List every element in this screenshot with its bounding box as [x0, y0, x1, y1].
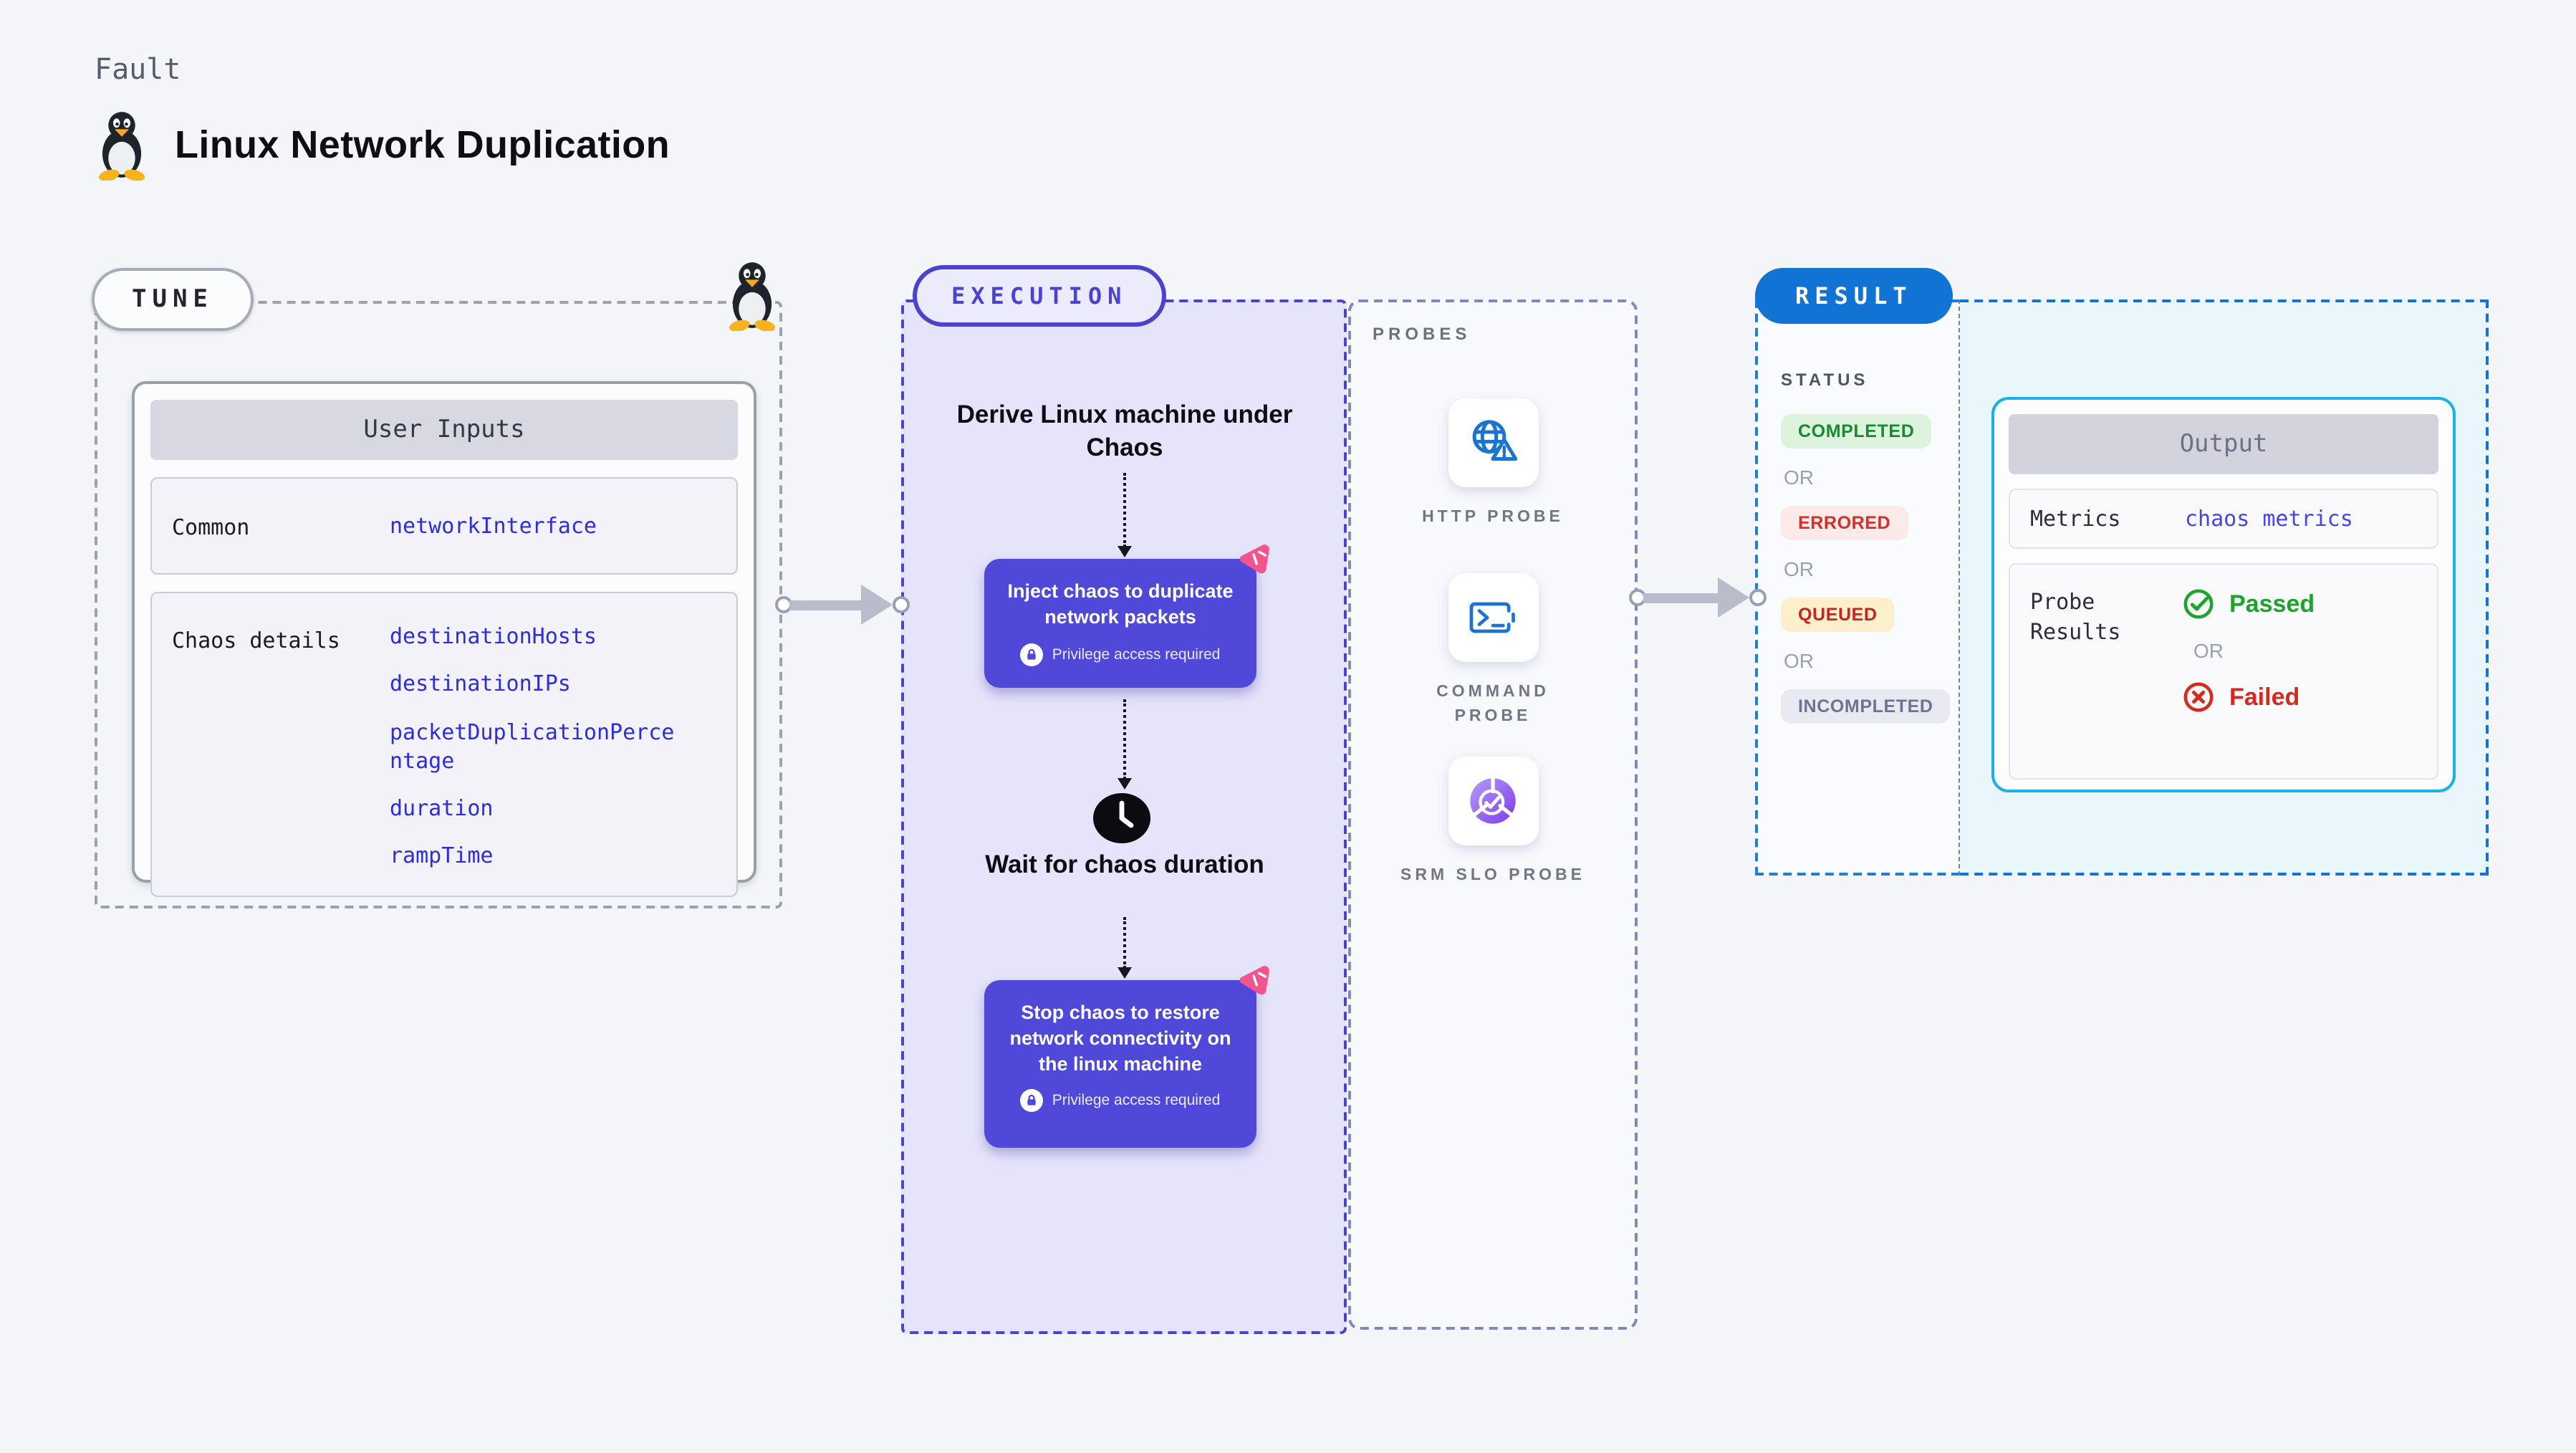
page-title-row: Linux Network Duplication [92, 109, 670, 181]
output-row-metrics: Metrics chaos metrics [2009, 489, 2438, 549]
inject-chaos-node: Inject chaos to duplicate network packet… [984, 545, 1269, 688]
metrics-value: chaos metrics [2185, 506, 2353, 532]
failed-label: Failed [2229, 683, 2300, 710]
page-title: Linux Network Duplication [175, 123, 671, 166]
input-param: duration [390, 795, 494, 821]
probe-label: HTTP PROBE [1422, 509, 1564, 526]
status-badge-errored: ERRORED [1781, 506, 1908, 540]
input-param: destinationIPs [390, 671, 571, 697]
derive-step-title: Derive Linux machine under Chaos [956, 400, 1293, 461]
or-separator: OR [1784, 466, 1814, 489]
check-circle-icon [2183, 589, 2214, 619]
flow-down-arrow [1117, 699, 1132, 790]
metrics-label: Metrics [2030, 505, 2121, 531]
lock-icon [1020, 643, 1044, 666]
input-row-chaos-details: Chaos details destinationHosts destinati… [150, 592, 738, 897]
flow-down-arrow [1117, 917, 1132, 979]
probe-card [1448, 573, 1538, 662]
terminal-icon [1469, 602, 1515, 633]
result-status-box [1755, 299, 1960, 876]
chaos-experiment-icon [1239, 966, 1269, 995]
status-heading: STATUS [1781, 370, 1869, 390]
or-separator: OR [1784, 649, 1814, 672]
output-card-header: Output [2009, 414, 2438, 474]
tux-icon [99, 112, 145, 181]
output-card: Output Metrics chaos metrics Probe Resul… [1991, 397, 2456, 792]
probe-outcome-passed: Passed [2182, 588, 2315, 620]
execution-section-pill: EXECUTION [913, 265, 1166, 327]
input-row-label: Chaos details [172, 628, 340, 653]
chaos-experiment-icon [1239, 545, 1269, 574]
status-badge-incompleted: INCOMPLETED [1781, 689, 1951, 724]
flow-down-arrow [1117, 473, 1132, 557]
probe-results-label: Probe Results [2030, 589, 2121, 645]
probes-heading: PROBES [1373, 324, 1471, 344]
tux-icon [729, 262, 775, 331]
x-circle-icon [2183, 682, 2214, 712]
result-section-pill: RESULT [1755, 268, 1953, 324]
privilege-badge: Privilege access required [999, 1089, 1242, 1113]
tune-section-pill: TUNE [92, 268, 254, 331]
probe-outcome-failed: Failed [2182, 681, 2315, 714]
status-column: STATUS COMPLETED OR ERRORED OR QUEUED OR… [1781, 370, 1951, 724]
privilege-label: Privilege access required [1052, 646, 1221, 663]
privilege-label: Privilege access required [1052, 1092, 1221, 1110]
wait-step-title: Wait for chaos duration [985, 850, 1264, 878]
input-param: networkInterface [390, 512, 597, 539]
user-inputs-header: User Inputs [150, 400, 738, 460]
status-badge-queued: QUEUED [1781, 598, 1895, 632]
probe-http: HTTP PROBE [1348, 398, 1638, 529]
probe-command: COMMAND PROBE [1348, 573, 1638, 729]
probe-label: COMMAND PROBE [1436, 684, 1549, 725]
inject-chaos-title: Inject chaos to duplicate network packet… [1007, 580, 1234, 628]
output-row-probe-results: Probe Results Passed OR Failed [2009, 563, 2438, 780]
input-param: rampTime [390, 843, 494, 869]
probe-label: SRM SLO PROBE [1400, 867, 1585, 884]
stop-chaos-node: Stop chaos to restore network connectivi… [984, 966, 1269, 1148]
input-row-label: Common [172, 514, 250, 540]
privilege-badge: Privilege access required [999, 643, 1242, 666]
input-param: destinationHosts [390, 623, 597, 649]
lock-icon [1020, 1089, 1044, 1113]
probe-card [1448, 757, 1538, 845]
passed-label: Passed [2229, 590, 2315, 617]
or-separator: OR [1784, 557, 1814, 580]
probe-card [1448, 398, 1538, 487]
user-inputs-card: User Inputs Common networkInterface Chao… [132, 381, 756, 897]
or-separator: OR [2193, 639, 2224, 662]
input-param: packetDuplicationPercentage [390, 719, 675, 774]
globe-warning-icon [1472, 420, 1518, 461]
slo-pie-check-icon [1470, 776, 1516, 824]
status-badge-completed: COMPLETED [1781, 414, 1932, 449]
clock-icon [1093, 790, 1150, 847]
input-row-common: Common networkInterface [150, 477, 738, 575]
probe-srm-slo: SRM SLO PROBE [1348, 757, 1638, 888]
stop-chaos-title: Stop chaos to restore network connectivi… [1009, 1002, 1231, 1075]
fault-kicker: Fault [95, 52, 181, 86]
